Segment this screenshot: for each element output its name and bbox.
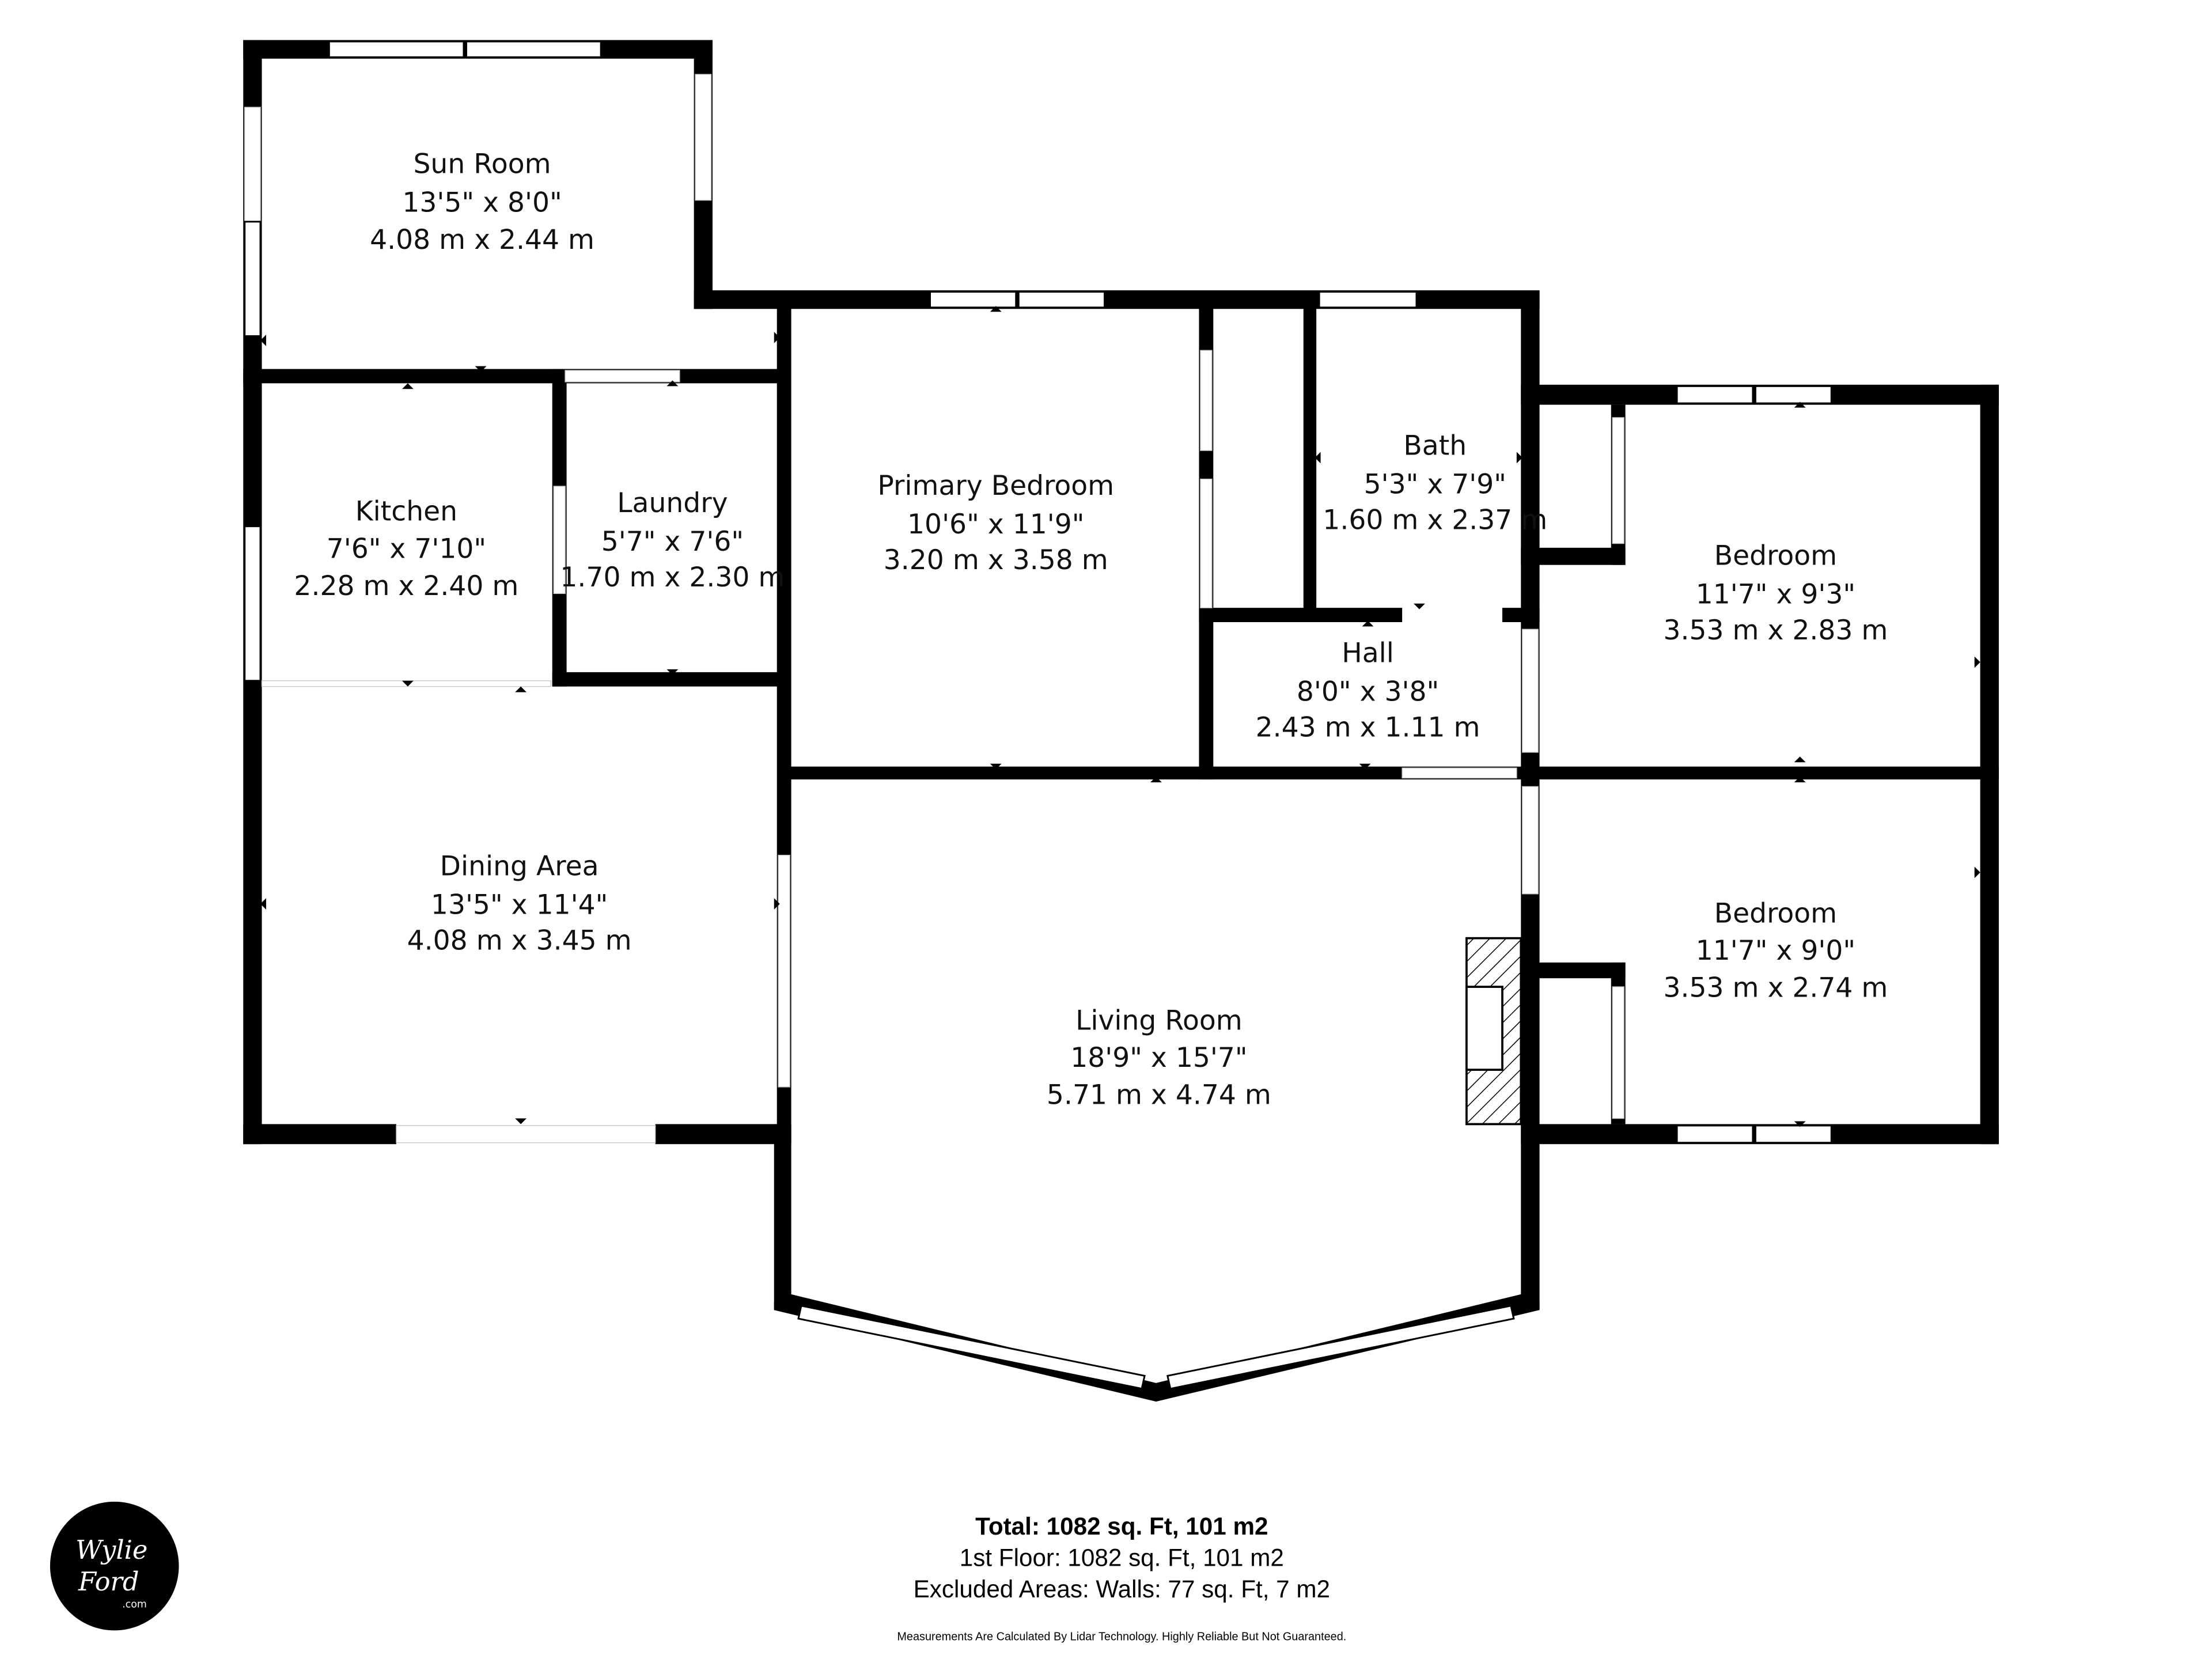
room-labels: Sun Room 13'5" x 8'0" 4.08 m x 2.44 m Kitc… bbox=[294, 148, 1888, 1111]
room-label-text: 18'9" x 15'7" bbox=[1070, 1042, 1247, 1074]
room-label-text: Bath bbox=[1403, 430, 1467, 462]
room-label-text: Kitchen bbox=[355, 496, 457, 528]
room-label-text: 3.20 m x 3.58 m bbox=[884, 544, 1108, 576]
room-label-text: Dining Area bbox=[440, 850, 599, 882]
area-summary: Total: 1082 sq. Ft, 101 m2 1st Floor: 10… bbox=[897, 1513, 1346, 1643]
room-label-text: 4.08 m x 3.45 m bbox=[407, 925, 632, 957]
disclaimer: Measurements Are Calculated By Lidar Tec… bbox=[897, 1631, 1346, 1643]
wylie-ford-logo: Wylie Ford .com bbox=[50, 1501, 179, 1631]
room-label-text: 13'5" x 11'4" bbox=[431, 889, 608, 921]
room-label-text: 13'5" x 8'0" bbox=[402, 187, 562, 218]
windows bbox=[244, 40, 1832, 1390]
room-label-text: 11'7" x 9'0" bbox=[1696, 935, 1855, 967]
room-label-text: Primary Bedroom bbox=[877, 470, 1114, 502]
room-label-text: 2.28 m x 2.40 m bbox=[294, 570, 518, 602]
room-laundry: Laundry 5'7" x 7'6" 1.70 m x 2.30 m bbox=[560, 487, 785, 593]
room-sun-room: Sun Room 13'5" x 8'0" 4.08 m x 2.44 m bbox=[370, 148, 594, 256]
room-label-text: Sun Room bbox=[413, 148, 551, 180]
room-dining-area: Dining Area 13'5" x 11'4" 4.08 m x 3.45 m bbox=[407, 850, 632, 956]
room-label-text: 2.43 m x 1.11 m bbox=[1256, 712, 1480, 744]
room-label-text: 5'3" x 7'9" bbox=[1364, 469, 1506, 501]
total-area: Total: 1082 sq. Ft, 101 m2 bbox=[975, 1513, 1268, 1540]
room-label-text: 1.70 m x 2.30 m bbox=[560, 562, 785, 593]
room-living-room: Living Room 18'9" x 15'7" 5.71 m x 4.74 m bbox=[1047, 1005, 1271, 1111]
room-bedroom-upper: Bedroom 11'7" x 9'3" 3.53 m x 2.83 m bbox=[1663, 540, 1888, 646]
room-label-text: 4.08 m x 2.44 m bbox=[370, 224, 594, 256]
svg-text:Ford: Ford bbox=[78, 1567, 139, 1597]
svg-text:Wylie: Wylie bbox=[75, 1535, 147, 1565]
room-label-text: 7'6" x 7'10" bbox=[327, 533, 486, 565]
room-label-text: 1.60 m x 2.37 m bbox=[1323, 505, 1547, 536]
dimension-arrows bbox=[260, 306, 1980, 1127]
room-label-text: Living Room bbox=[1075, 1005, 1243, 1037]
room-label-text: Hall bbox=[1342, 638, 1394, 669]
room-label-text: 5.71 m x 4.74 m bbox=[1047, 1080, 1271, 1111]
room-label-text: Laundry bbox=[617, 487, 728, 519]
fireplace bbox=[1465, 937, 1522, 1126]
room-hall: Hall 8'0" x 3'8" 2.43 m x 1.11 m bbox=[1256, 638, 1480, 744]
room-bedroom-lower: Bedroom 11'7" x 9'0" 3.53 m x 2.74 m bbox=[1663, 897, 1888, 1003]
room-label-text: Bedroom bbox=[1714, 540, 1837, 572]
room-primary-bedroom: Primary Bedroom 10'6" x 11'9" 3.20 m x 3.5… bbox=[877, 470, 1114, 576]
room-label-text: 3.53 m x 2.83 m bbox=[1663, 615, 1888, 646]
excluded-area: Excluded Areas: Walls: 77 sq. Ft, 7 m2 bbox=[914, 1575, 1330, 1603]
room-label-text: 3.53 m x 2.74 m bbox=[1663, 972, 1888, 1003]
room-label-text: 11'7" x 9'3" bbox=[1696, 579, 1855, 611]
room-label-text: 10'6" x 11'9" bbox=[907, 509, 1084, 540]
room-label-text: 8'0" x 3'8" bbox=[1297, 676, 1439, 708]
room-label-text: 5'7" x 7'6" bbox=[601, 526, 744, 558]
room-label-text: Bedroom bbox=[1714, 897, 1837, 929]
room-bath: Bath 5'3" x 7'9" 1.60 m x 2.37 m bbox=[1323, 430, 1547, 536]
svg-text:.com: .com bbox=[122, 1599, 147, 1611]
room-kitchen: Kitchen 7'6" x 7'10" 2.28 m x 2.40 m bbox=[294, 496, 518, 602]
floor-area: 1st Floor: 1082 sq. Ft, 101 m2 bbox=[960, 1544, 1284, 1571]
